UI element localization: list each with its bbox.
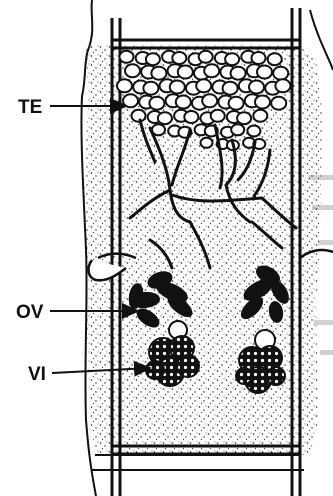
testis-cell — [202, 94, 217, 107]
label-vi: VI — [28, 364, 46, 385]
testis-cell — [178, 66, 193, 79]
testis-cell — [199, 51, 213, 63]
testis-cell — [237, 112, 251, 124]
testis-cell — [146, 53, 160, 65]
testis-cell — [255, 96, 270, 109]
testis-cell — [204, 64, 219, 77]
testis-cell — [252, 52, 266, 64]
testis-cell — [231, 124, 244, 135]
testis-cell — [201, 138, 213, 148]
testis-cell — [271, 97, 286, 110]
testis-cell — [275, 79, 290, 92]
testis-cell — [273, 67, 288, 80]
testis-cell — [247, 126, 260, 137]
testis-cell — [257, 66, 272, 79]
testis-cell — [176, 96, 191, 109]
testis-cell — [117, 79, 132, 92]
testis-cell — [225, 53, 239, 65]
testis-cell — [184, 111, 198, 123]
testis-cell — [229, 97, 244, 110]
testis-cell — [231, 67, 246, 80]
testis-cell — [143, 82, 158, 95]
testis-cell — [196, 79, 211, 92]
testis-cell — [151, 67, 166, 80]
testis-cell — [249, 81, 264, 94]
label-te: TE — [18, 97, 42, 118]
testis-cell — [170, 81, 185, 94]
testis-cell — [120, 51, 134, 63]
testis-cell — [211, 110, 225, 122]
testis-cell — [172, 52, 186, 64]
testis-cell — [253, 110, 267, 122]
testis-cell — [268, 53, 282, 65]
testis-cell — [158, 112, 172, 124]
testis-cell — [125, 64, 140, 77]
testis-cell — [149, 97, 164, 110]
label-ov: OV — [16, 302, 44, 323]
testis-cell — [223, 82, 238, 95]
